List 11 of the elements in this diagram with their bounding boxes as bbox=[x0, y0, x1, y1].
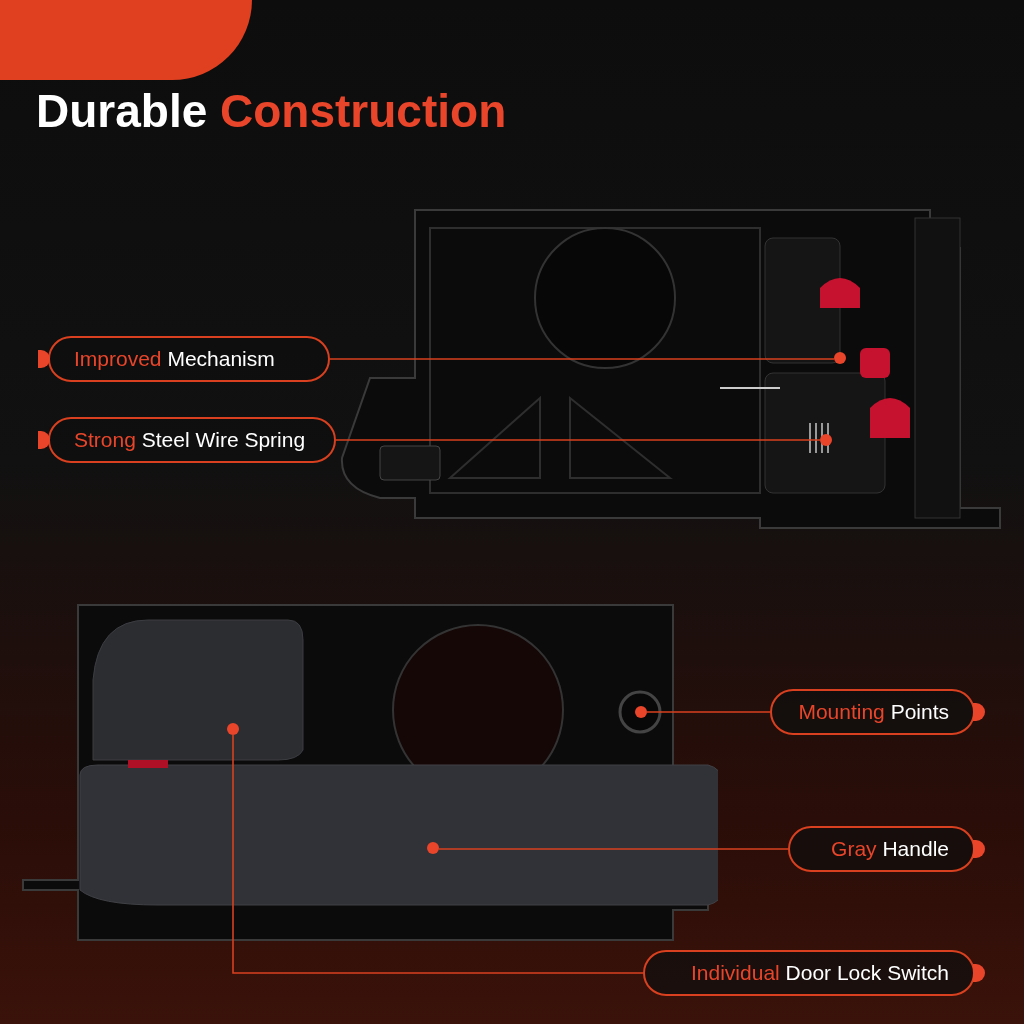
leader-line bbox=[329, 358, 835, 360]
leader-line bbox=[232, 734, 644, 974]
leader-line bbox=[646, 711, 771, 713]
leader-line bbox=[335, 439, 821, 441]
callout-pill: Strong Steel Wire Spring bbox=[48, 417, 336, 463]
title: Durable Construction bbox=[36, 88, 507, 134]
callout-pill: Improved Mechanism bbox=[48, 336, 330, 382]
callout-pill: Individual Door Lock Switch bbox=[643, 950, 975, 996]
leader-line bbox=[438, 848, 789, 850]
callout-pill: Gray Handle bbox=[788, 826, 975, 872]
callout-pill: Mounting Points bbox=[770, 689, 975, 735]
